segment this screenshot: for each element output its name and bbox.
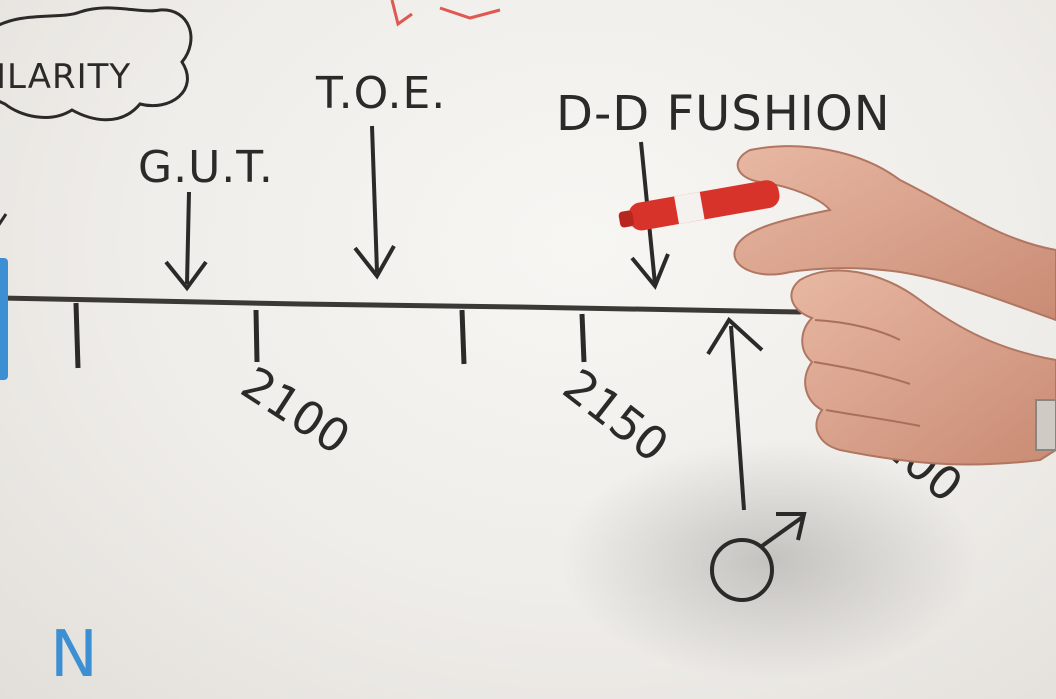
- tick-mark: [76, 303, 78, 368]
- hands: [734, 146, 1056, 464]
- timeline-axis: [0, 298, 800, 312]
- red-marker: [617, 178, 781, 234]
- year-label-2100: 2100: [232, 356, 360, 465]
- blue-arrow-tip: [0, 214, 6, 226]
- toe-label: T.O.E.: [315, 68, 446, 119]
- singularity-label: ILARITY: [0, 57, 131, 97]
- marker-band: [674, 192, 704, 224]
- year-label-2150: 2150: [553, 358, 679, 473]
- gut-label: G.U.T.: [138, 142, 274, 193]
- tick-mark: [256, 310, 257, 362]
- blue-marker-stub: [0, 258, 8, 380]
- tick-mark: [582, 314, 584, 362]
- marker-body: [627, 178, 782, 232]
- up-arrow-head: [708, 320, 762, 354]
- gut-arrow-shaft: [187, 192, 189, 284]
- watch-strap: [1036, 400, 1056, 450]
- dd-fusion-label: D-D FUSHION: [556, 86, 891, 142]
- toe-arrow-shaft: [372, 126, 377, 272]
- blue-letter: N: [50, 618, 98, 692]
- red-scribble: [392, 0, 500, 24]
- tick-mark: [462, 310, 464, 364]
- dd-arrow-head: [632, 254, 668, 286]
